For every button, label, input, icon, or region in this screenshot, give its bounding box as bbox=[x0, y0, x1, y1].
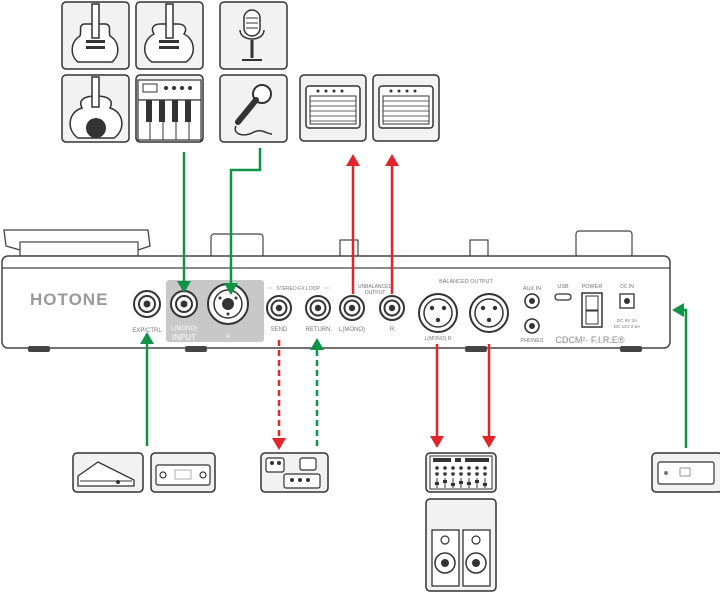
arrow-mic-to-input bbox=[224, 148, 262, 295]
arrow-pedals-to-return bbox=[310, 338, 324, 446]
studio-monitors-icon bbox=[425, 498, 497, 592]
brand-logo: HOTONE bbox=[30, 290, 108, 309]
dcin-label: DC IN bbox=[620, 284, 634, 290]
balanced-lr-label: L(MONO) R bbox=[425, 336, 452, 342]
send-label: SEND bbox=[271, 327, 288, 333]
classical-guitar-icon bbox=[61, 74, 130, 143]
expression-pedal-icon bbox=[72, 452, 144, 493]
electric-guitar-icon bbox=[61, 1, 130, 70]
stereo-fx-loop-label: STEREO FX LOOP bbox=[276, 286, 320, 292]
power-label: POWER bbox=[582, 284, 603, 290]
arrow-out-l-to-amp bbox=[346, 154, 360, 294]
arrow-instrument-to-input bbox=[177, 152, 191, 293]
out-l-label: L(MONO) bbox=[339, 327, 365, 333]
guitar-amp-icon bbox=[299, 74, 367, 142]
input-mono-label: L(MONO) bbox=[171, 326, 197, 332]
arrow-out-r-to-amp bbox=[385, 154, 399, 294]
studio-microphone-icon bbox=[219, 1, 288, 70]
exp-ctrl-jack bbox=[133, 290, 161, 318]
balanced-out-l-xlr bbox=[418, 293, 458, 333]
out-r-label: R bbox=[390, 327, 395, 333]
fx-return-jack bbox=[305, 295, 331, 321]
arrow-bal-l-to-mixer bbox=[430, 344, 444, 448]
return-label: RETURN bbox=[306, 327, 331, 333]
arrow-exp-to-device bbox=[140, 332, 154, 446]
aux-in-jack bbox=[524, 293, 540, 309]
usb-label: USB bbox=[557, 284, 569, 290]
dc-in-port bbox=[619, 293, 635, 309]
effects-pedals-icon bbox=[260, 452, 329, 493]
balanced-out-r-xlr bbox=[469, 293, 509, 333]
aux-in-label: AUX IN bbox=[523, 286, 541, 292]
unbalanced-output-label-2: OUTPUT bbox=[365, 290, 386, 296]
model-logo: CDCM²· F.I.R.E® bbox=[555, 335, 624, 345]
handheld-microphone-icon bbox=[219, 74, 288, 143]
arrow-outlet-to-power bbox=[672, 303, 688, 448]
input-jack-mono bbox=[170, 290, 198, 318]
power-switch bbox=[581, 292, 603, 328]
wall-outlet-icon bbox=[651, 452, 720, 493]
unbalanced-out-l-jack bbox=[339, 295, 365, 321]
unbalanced-out-r-jack bbox=[379, 295, 405, 321]
dc-spec-1: DC 9V 3A bbox=[617, 318, 637, 323]
phones-jack bbox=[524, 318, 540, 334]
guitar-amp-icon bbox=[372, 74, 440, 142]
input-label: INPUT bbox=[172, 333, 196, 342]
acoustic-guitar-icon bbox=[135, 1, 204, 70]
keyboard-icon bbox=[135, 74, 204, 143]
dc-spec-2: DC 12V 2.5A bbox=[614, 324, 640, 329]
arrow-send-to-pedals bbox=[272, 340, 286, 450]
fx-send-jack bbox=[266, 295, 292, 321]
input-combo-jack bbox=[207, 283, 249, 325]
exp-ctrl-label: EXP/CTRL bbox=[132, 328, 162, 334]
arrow-bal-r-to-mixer bbox=[482, 344, 496, 448]
multi-effects-device: HOTONE EXP/CTRL L(MONO) INPUT R STEREO F… bbox=[1, 229, 671, 352]
balanced-output-label: BALANCED OUTPUT bbox=[439, 279, 493, 285]
unbalanced-output-label-1: UNBALANCED bbox=[358, 284, 393, 290]
phones-label: PHONES bbox=[520, 338, 544, 344]
mixer-icon bbox=[425, 452, 497, 493]
usb-port bbox=[554, 293, 572, 301]
input-r-label: R bbox=[226, 334, 230, 340]
footswitch-icon bbox=[150, 452, 216, 493]
